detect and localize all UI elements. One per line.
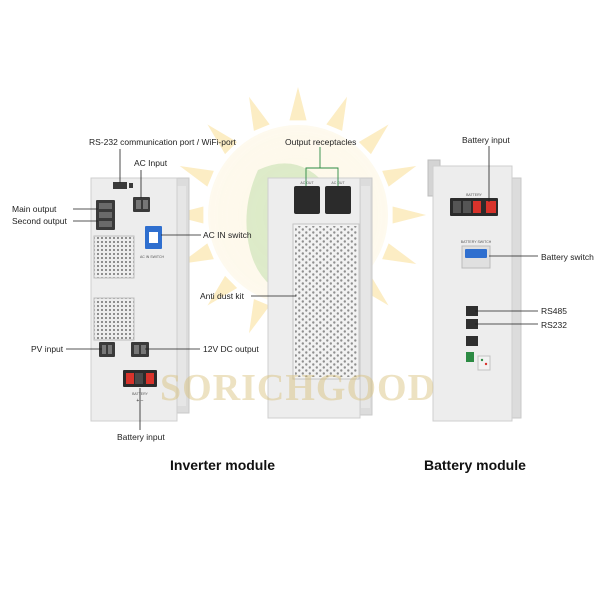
label-second-output: Second output bbox=[12, 216, 67, 226]
label-battery-switch: Battery switch bbox=[541, 252, 594, 262]
caption-battery-module: Battery module bbox=[424, 457, 526, 473]
inverter-module: AC IN SWITCH BATTERY + − bbox=[90, 177, 190, 422]
label-rs232-wifi: RS-232 communication port / WiFi-port bbox=[89, 137, 236, 147]
label-rs232: RS232 bbox=[541, 320, 567, 330]
sun-ray bbox=[358, 124, 389, 155]
sun-ray bbox=[392, 206, 426, 224]
label-battery-input: Battery input bbox=[462, 135, 510, 145]
label-anti-dust-kit: Anti dust kit bbox=[200, 291, 244, 301]
label-rs485: RS485 bbox=[541, 306, 567, 316]
battery-switch-plate-text: BATTERY SWITCH bbox=[461, 240, 492, 244]
label-dc-output: 12V DC output bbox=[203, 344, 259, 354]
label-ac-input: AC Input bbox=[134, 158, 168, 168]
sun-ray bbox=[382, 166, 417, 187]
brand-watermark-text: SORICHGOOD bbox=[160, 367, 437, 409]
leader-output-receptacles bbox=[305, 147, 321, 186]
caption-inverter-module: Inverter module bbox=[170, 457, 276, 473]
label-output-receptacles: Output receptacles bbox=[285, 137, 357, 147]
inverter-rear-module: AC OUT AC OUT bbox=[267, 177, 373, 419]
sun-ray bbox=[207, 275, 238, 306]
ac-in-switch-plate-text: AC IN SWITCH bbox=[140, 255, 165, 259]
sun-ray bbox=[326, 96, 347, 131]
leader-output-receptacles-2 bbox=[320, 167, 339, 186]
battery-module: BATTERY BATTERY SWITCH bbox=[427, 159, 522, 422]
sun-ray bbox=[382, 243, 417, 264]
sun-ray bbox=[249, 96, 270, 131]
label-inverter-battery-input: Battery input bbox=[117, 432, 165, 442]
sun-ray bbox=[207, 124, 238, 155]
label-pv-input: PV input bbox=[31, 344, 64, 354]
label-main-output: Main output bbox=[12, 204, 57, 214]
battery-plate-text-2: BATTERY bbox=[466, 193, 482, 197]
label-ac-in-switch: AC IN switch bbox=[203, 230, 252, 240]
sun-ray bbox=[289, 87, 307, 121]
sun-ray bbox=[249, 299, 270, 334]
ac-out-1-plate-text: AC OUT bbox=[300, 181, 314, 185]
sun-ray bbox=[179, 166, 214, 187]
